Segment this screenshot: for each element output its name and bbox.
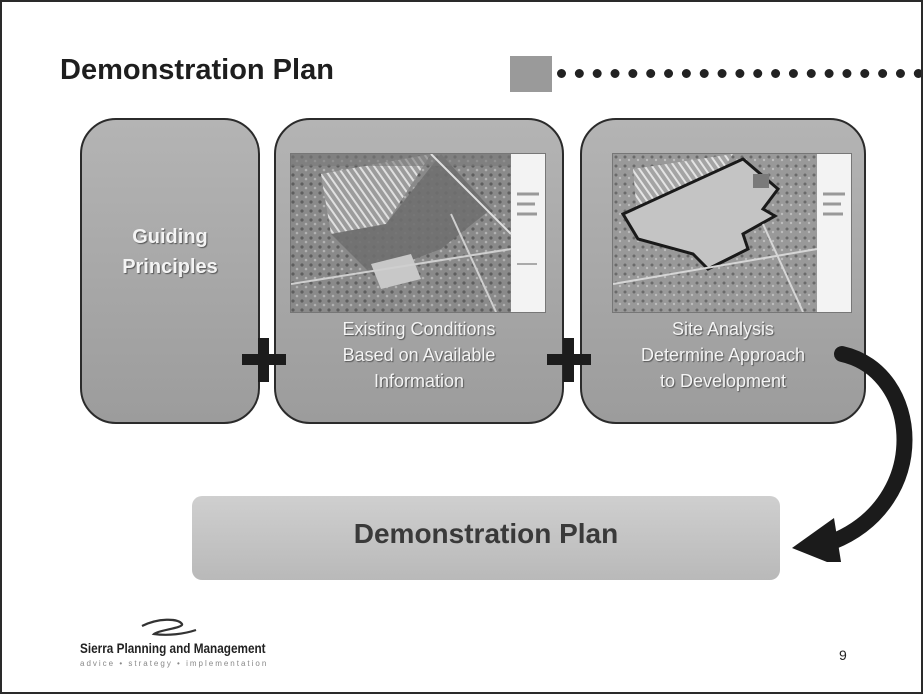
guiding-label-line2: Principles xyxy=(122,256,218,278)
title-accent-dotted-line xyxy=(557,69,921,78)
existing-label-line1: Existing Conditions xyxy=(342,319,496,339)
page-number: 9 xyxy=(839,647,847,663)
guiding-principles-panel: Guiding Principles xyxy=(80,118,260,424)
existing-label-line2: Based on Available xyxy=(342,345,496,365)
logo-tagline: advice • strategy • implementation xyxy=(80,659,269,668)
site-label-line3: to Development xyxy=(659,371,787,391)
curved-arrow-icon xyxy=(792,346,913,562)
logo-name: Sierra Planning and Management xyxy=(80,640,266,656)
site-label-line1: Site Analysis xyxy=(671,319,775,339)
title-accent-square xyxy=(510,56,552,92)
plus-icon xyxy=(547,338,591,382)
existing-label-line3: Information xyxy=(373,371,465,391)
site-label-line2: Determine Approach xyxy=(640,345,806,365)
aerial-map-site-analysis-image xyxy=(612,153,852,313)
existing-conditions-label: Existing Conditions Based on Available I… xyxy=(276,316,562,394)
aerial-map-existing-image xyxy=(290,153,546,313)
demonstration-plan-box: Demonstration Plan xyxy=(192,496,780,580)
sierra-planning-logo: Sierra Planning and Management advice • … xyxy=(80,612,280,672)
demonstration-plan-label: Demonstration Plan xyxy=(353,518,619,549)
site-analysis-panel: Site Analysis Determine Approach to Deve… xyxy=(580,118,866,424)
slide-title: Demonstration Plan xyxy=(60,54,334,86)
existing-conditions-panel: Existing Conditions Based on Available I… xyxy=(274,118,564,424)
plus-icon xyxy=(242,338,286,382)
guiding-principles-label: Guiding Principles xyxy=(82,222,258,282)
swoosh-icon xyxy=(141,618,197,636)
site-analysis-label: Site Analysis Determine Approach to Deve… xyxy=(582,316,864,394)
guiding-label-line1: Guiding xyxy=(132,226,208,248)
